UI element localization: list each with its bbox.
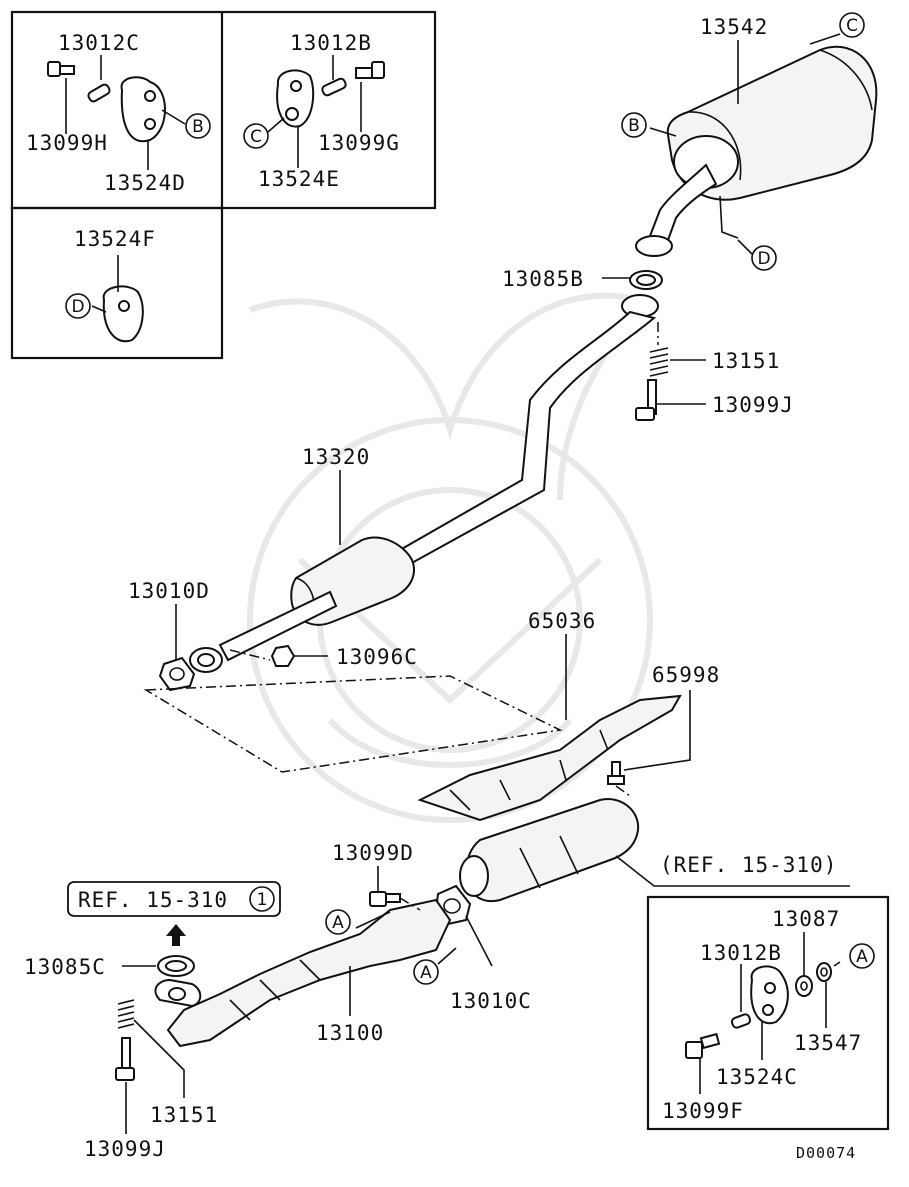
- inset-frames: [10, 10, 890, 1131]
- nut-13096C: [229, 644, 328, 667]
- callout-d-muffler: D: [751, 245, 777, 271]
- callout-d-inset3: D: [65, 293, 91, 319]
- label-ref-15-310: (REF. 15-310): [660, 853, 837, 877]
- label-13099H: 13099H: [26, 131, 108, 155]
- alignment-dashline: [143, 675, 563, 773]
- diagram-id: D00074: [796, 1144, 856, 1162]
- label-13542: 13542: [700, 15, 768, 39]
- callout-a-frontpipe-left: A: [325, 909, 351, 935]
- label-13320: 13320: [302, 445, 370, 469]
- label-13010D: 13010D: [128, 579, 210, 603]
- pin-13012B-upper: [321, 77, 347, 97]
- svg-text:B: B: [192, 117, 204, 137]
- muffler-13542: [635, 33, 878, 257]
- svg-text:REF. 15-310: REF. 15-310: [78, 888, 228, 912]
- ref-arrow: [166, 924, 186, 946]
- bolt-13099J-upper: [635, 379, 706, 421]
- label-13012B-lower: 13012B: [700, 941, 782, 965]
- label-13524F: 13524F: [74, 227, 156, 251]
- svg-text:A: A: [420, 963, 432, 983]
- callout-c-inset2: C: [243, 123, 269, 149]
- svg-text:A: A: [332, 913, 344, 933]
- label-13099F: 13099F: [662, 1099, 744, 1123]
- front-pipe-13100: [154, 898, 457, 1048]
- bolt-13099J-lower: [115, 1037, 135, 1134]
- gasket-13010D: [158, 604, 196, 692]
- label-13151-upper: 13151: [712, 349, 780, 373]
- label-13524D: 13524D: [104, 171, 186, 195]
- label-13012B-inset: 13012B: [290, 31, 372, 55]
- label-13099D: 13099D: [332, 841, 414, 865]
- svg-text:B: B: [628, 116, 640, 136]
- center-pipe-13320: [189, 294, 659, 673]
- label-13099J-upper: 13099J: [712, 393, 794, 417]
- spring-13151-upper: [649, 322, 706, 377]
- heat-shield-65036: [417, 634, 682, 822]
- callout-a-frontpipe-right: A: [413, 959, 439, 985]
- ref-box-15-310: REF. 15-310 1: [67, 881, 281, 917]
- label-13099J-lower: 13099J: [84, 1137, 166, 1161]
- pin-13012C: [87, 83, 111, 103]
- label-13087: 13087: [772, 907, 840, 931]
- label-13085B: 13085B: [502, 267, 584, 291]
- label-13100: 13100: [316, 1021, 384, 1045]
- label-13524C: 13524C: [716, 1065, 798, 1089]
- svg-text:1: 1: [257, 890, 268, 910]
- label-13099G: 13099G: [318, 131, 400, 155]
- inset-13524F: [91, 255, 144, 343]
- label-65036: 65036: [528, 609, 596, 633]
- label-13096C: 13096C: [336, 645, 418, 669]
- svg-text:C: C: [846, 16, 858, 36]
- callout-c-muffler: C: [839, 12, 865, 38]
- label-13547: 13547: [794, 1031, 862, 1055]
- inset-13524E: [267, 55, 385, 168]
- callout-a-inset4: A: [849, 943, 875, 969]
- spring-13151-lower: [117, 999, 185, 1098]
- label-13012C: 13012C: [58, 31, 140, 55]
- bolt-13099F: [685, 1032, 721, 1059]
- svg-text:D: D: [757, 249, 770, 269]
- bolt-65998: [607, 690, 691, 797]
- callout-b-muffler: B: [621, 112, 647, 138]
- washer-13087: [795, 975, 813, 997]
- hanger-13524E: [276, 69, 315, 128]
- bolt-13099H: [47, 61, 75, 77]
- label-13010C: 13010C: [450, 989, 532, 1013]
- bolt-13099G: [355, 61, 385, 79]
- hanger-13524C: [750, 965, 789, 1025]
- callout-b-inset1: B: [185, 113, 211, 139]
- pin-13012B-lower: [730, 1013, 752, 1029]
- catalytic-converter: [459, 798, 850, 903]
- label-13151-lower: 13151: [150, 1103, 218, 1127]
- washer-13547: [816, 962, 832, 982]
- svg-text:C: C: [250, 127, 262, 147]
- gasket-13085B: [602, 270, 663, 290]
- label-65998: 65998: [652, 663, 720, 687]
- bolt-13099D: [369, 866, 421, 911]
- inset-13524D: [47, 55, 186, 170]
- gasket-13085C: [122, 955, 195, 977]
- inset-13524C: [685, 932, 841, 1094]
- label-13524E: 13524E: [258, 167, 340, 191]
- label-13085C: 13085C: [24, 955, 106, 979]
- hanger-13524D: [120, 76, 166, 143]
- svg-text:D: D: [71, 297, 84, 317]
- svg-text:A: A: [856, 947, 868, 967]
